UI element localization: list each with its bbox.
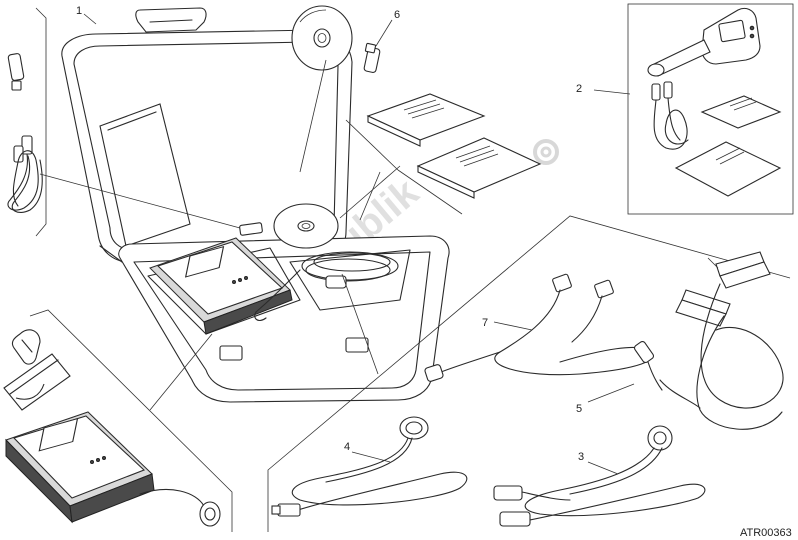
- watermark-gear-icon: [533, 139, 559, 165]
- callout-5: 5: [576, 403, 582, 415]
- usb-stick-in-case: [239, 222, 263, 236]
- callout-4: 4: [344, 441, 350, 453]
- callout-3: 3: [578, 451, 584, 463]
- cd-in-case: [273, 203, 339, 249]
- callout-1: 1: [76, 5, 82, 17]
- coiled-cables-in-case: [254, 251, 399, 321]
- manual-booklet-lower: [416, 137, 542, 199]
- leader-lines: [39, 13, 635, 475]
- bottom-frame-lines: [267, 215, 791, 532]
- cable-item7: [424, 273, 653, 382]
- carabiner: [11, 329, 41, 365]
- usb-stick-item6: [363, 42, 381, 73]
- diagnostic-unit-standalone: [5, 411, 221, 527]
- reference-code: ATR00363: [740, 527, 792, 539]
- manual-booklet-upper: [366, 93, 486, 147]
- diagnostic-unit-in-case: [149, 237, 293, 335]
- cd-rom: [291, 5, 353, 71]
- item2-kit-box: [627, 3, 794, 215]
- usb-stick-left: [7, 53, 25, 91]
- battery-clamp-cable-item5: [633, 251, 784, 430]
- left-frame-lines: [29, 7, 233, 532]
- callout-6: 6: [394, 9, 400, 21]
- usb-cable-left: [7, 135, 43, 213]
- cable-item3: [493, 425, 706, 527]
- cable-item4: [271, 416, 468, 517]
- shoulder-strap: [3, 353, 71, 411]
- callout-7: 7: [482, 317, 488, 329]
- callout-labels: 1 2 3 4 5 6 7: [76, 5, 584, 463]
- callout-2: 2: [576, 83, 582, 95]
